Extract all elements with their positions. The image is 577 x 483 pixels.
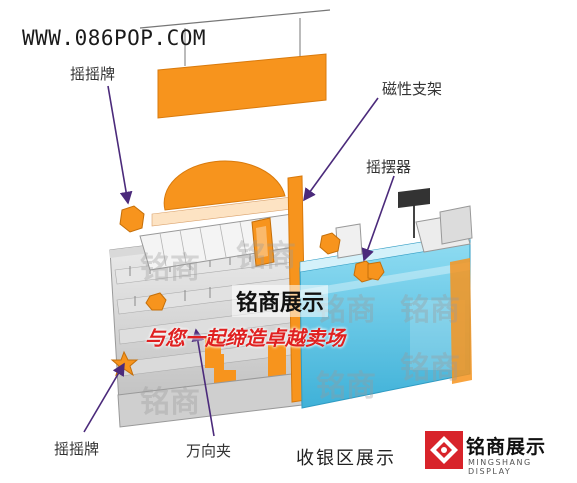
section-caption: 收银区展示 bbox=[296, 448, 396, 469]
svg-text:铭商: 铭商 bbox=[400, 351, 460, 386]
callout-swing-sign-top: 摇摇牌 bbox=[70, 65, 116, 83]
callout-swinger: 摇摆器 bbox=[366, 158, 412, 176]
brand-slogan: 与您一起缔造卓越卖场 bbox=[145, 326, 345, 350]
callout-universal-clip: 万向夹 bbox=[186, 442, 232, 460]
callout-magnetic-bracket: 磁性支架 bbox=[382, 80, 443, 98]
logo-mark-icon bbox=[425, 431, 463, 469]
svg-text:铭商: 铭商 bbox=[400, 293, 460, 328]
brand-logo: 铭商展示 MINGSHANG DISPLAY bbox=[424, 428, 572, 476]
checkout-counter bbox=[299, 188, 473, 409]
svg-text:铭商: 铭商 bbox=[236, 239, 296, 274]
center-brand-title: 铭商展示 bbox=[232, 285, 329, 317]
logo-name: 铭商展示 bbox=[466, 436, 547, 458]
website-url: WWW.086POP.COM bbox=[22, 26, 207, 50]
svg-text:铭商: 铭商 bbox=[140, 385, 200, 420]
hanging-sign bbox=[139, 9, 331, 119]
svg-text:铭商: 铭商 bbox=[316, 369, 376, 404]
callout-swing-sign-bottom: 摇摇牌 bbox=[54, 440, 100, 458]
svg-text:铭商: 铭商 bbox=[140, 251, 200, 286]
callout-arrows bbox=[83, 85, 395, 437]
swing-sign-markers bbox=[119, 205, 385, 311]
logo-subtitle: MINGSHANG DISPLAY bbox=[468, 458, 532, 476]
